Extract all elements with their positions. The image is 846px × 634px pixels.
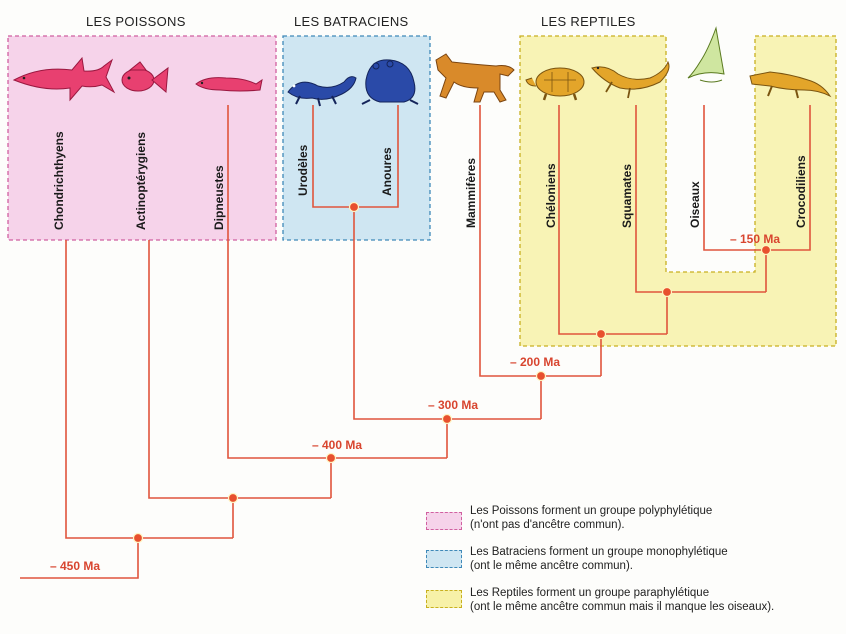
date-label: – 300 Ma — [428, 398, 479, 412]
legend-item-reptiles: Les Reptiles forment un groupe paraphylé… — [470, 586, 774, 614]
node — [441, 413, 453, 425]
taxon-label: Mammifères — [464, 157, 478, 228]
legend-item-batraciens: Les Batraciens forment un groupe monophy… — [470, 545, 728, 573]
bird-icon — [687, 26, 725, 83]
date-label: – 150 Ma — [730, 232, 781, 246]
frog-icon — [361, 59, 419, 105]
salamander-icon — [287, 76, 357, 107]
lizard-icon — [591, 60, 670, 99]
node — [132, 532, 144, 544]
legend-line: (ont le même ancêtre commun mais il manq… — [470, 601, 775, 613]
taxon-label: Actinoptérygiens — [134, 131, 148, 230]
legend-line: Les Reptiles forment un groupe paraphylé… — [470, 587, 710, 599]
legend-line: (ont le même ancêtre commun). — [470, 560, 633, 572]
crocodile-icon — [749, 71, 832, 99]
date-label: – 400 Ma — [312, 438, 363, 452]
turtle-icon — [525, 67, 585, 101]
node — [535, 370, 547, 382]
taxon-label: Chondrichthyens — [52, 131, 66, 230]
taxon-label: Chéloniens — [544, 163, 558, 228]
date-label: – 200 Ma — [510, 355, 561, 369]
legend-line: Les Poissons forment un groupe polyphylé… — [470, 505, 713, 517]
branches — [20, 105, 811, 579]
legend-line: (n'ont pas d'ancêtre commun). — [470, 519, 625, 531]
group-box-reptiles — [519, 35, 837, 347]
horse-icon — [435, 53, 515, 103]
taxon-label: Oiseaux — [688, 181, 702, 228]
lungfish-icon — [195, 77, 263, 92]
fish-icon — [121, 61, 169, 94]
node — [595, 328, 607, 340]
taxon-label: Crocodiliens — [794, 155, 808, 228]
node — [325, 452, 337, 464]
legend-swatch-poissons — [426, 512, 462, 530]
taxon-label: Dipneustes — [212, 165, 226, 230]
node — [661, 286, 673, 298]
group-title-poissons: LES POISSONS — [86, 14, 186, 29]
legend-item-poissons: Les Poissons forment un groupe polyphylé… — [470, 504, 712, 532]
legend-line: Les Batraciens forment un groupe monophy… — [470, 546, 728, 558]
taxon-label: Squamates — [620, 163, 634, 228]
legend-swatch-reptiles — [426, 590, 462, 608]
nodes — [132, 201, 772, 544]
node — [227, 492, 239, 504]
node — [348, 201, 360, 213]
taxon-label: Urodèles — [296, 144, 310, 196]
legend-swatch-batraciens — [426, 550, 462, 568]
group-title-batraciens: LES BATRACIENS — [294, 14, 409, 29]
taxon-label: Anoures — [380, 147, 394, 196]
node — [760, 244, 772, 256]
group-title-reptiles: LES REPTILES — [541, 14, 636, 29]
shark-icon — [12, 56, 116, 102]
date-label: – 450 Ma — [50, 559, 101, 573]
